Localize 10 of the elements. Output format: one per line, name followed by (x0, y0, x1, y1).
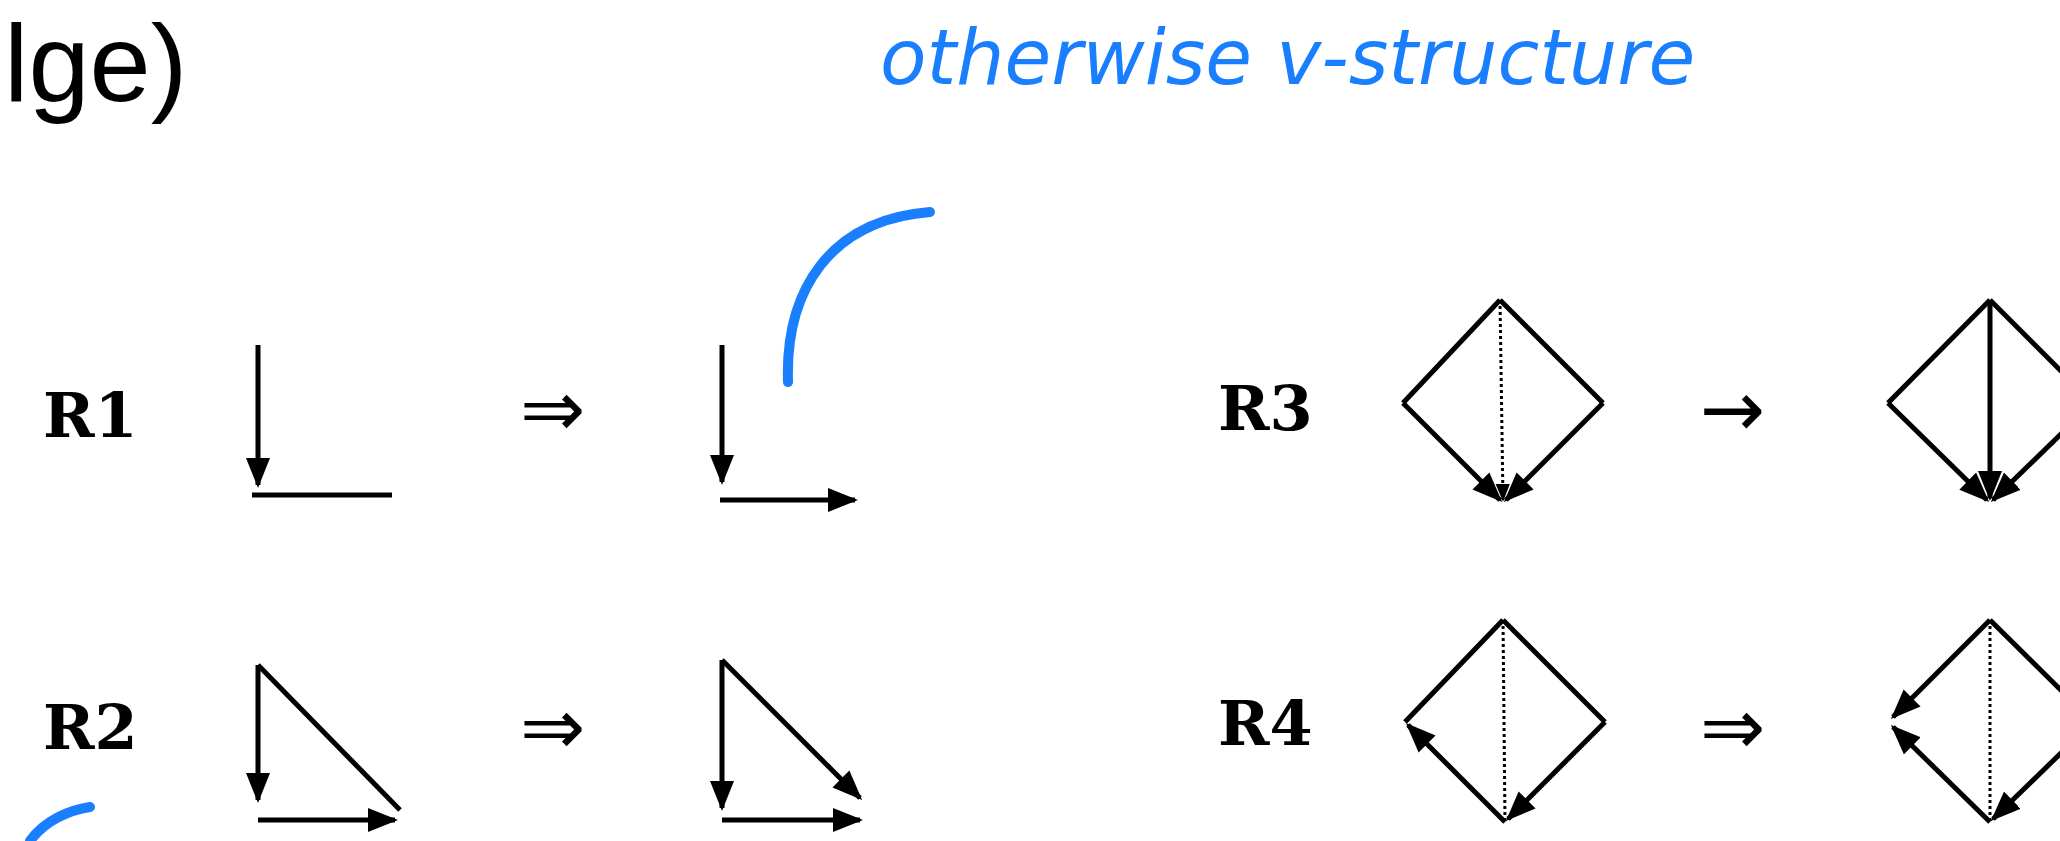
rule-label: R2 (43, 697, 138, 759)
implication-symbol: ⇒ (1700, 688, 1766, 766)
heading-text: lge) (4, 0, 188, 126)
arrow-symbol: → (1700, 370, 1766, 448)
handwritten-note: otherwise v-structure (880, 20, 1696, 96)
implication-symbol: ⇒ (520, 370, 586, 448)
implication-symbol: ⇒ (520, 688, 586, 766)
rule-label: R3 (1218, 378, 1313, 440)
rule-label: R1 (43, 385, 138, 447)
rule-label: R4 (1218, 693, 1313, 755)
